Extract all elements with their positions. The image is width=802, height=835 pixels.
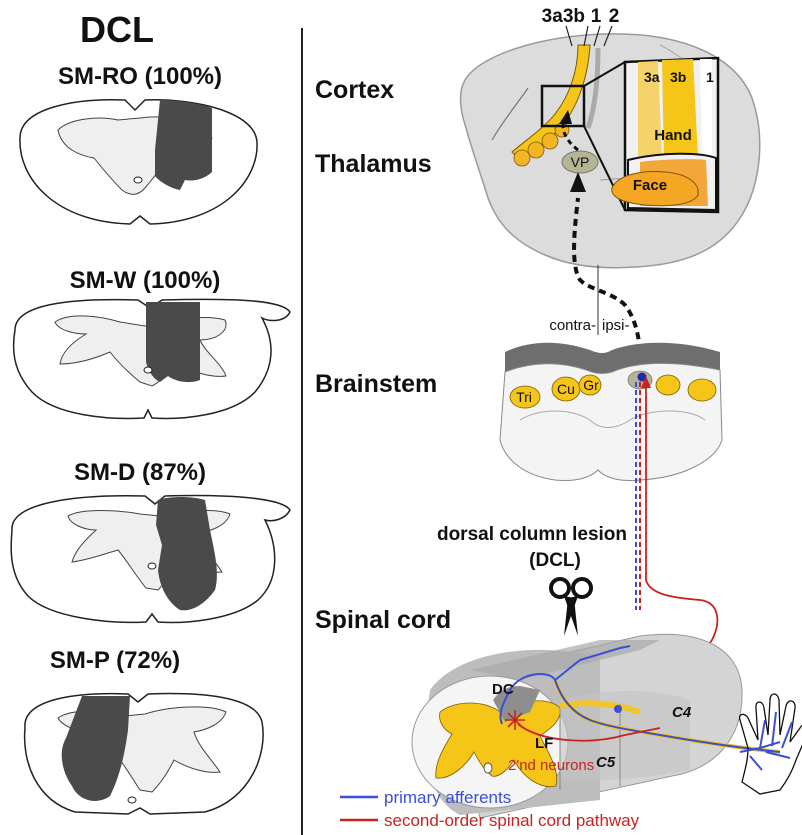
section-sm-w: SM-W (100%) — [12, 267, 291, 420]
case-label: SM-D (87%) — [74, 459, 206, 486]
case-label: SM-W (100%) — [70, 267, 221, 294]
primary-afferent-path — [499, 673, 781, 753]
lesion-area — [61, 696, 130, 801]
second-order-neuron — [505, 710, 525, 730]
thalamus-vp — [561, 150, 599, 174]
spinal-cord — [411, 633, 743, 819]
contra-label: contra- — [549, 317, 596, 334]
hand-afferents — [739, 711, 793, 771]
label-brainstem: Brainstem — [315, 370, 437, 398]
c4-label: C4 — [672, 704, 692, 721]
ascending-pathway — [572, 197, 644, 376]
nucleus-ipsi-tri — [687, 378, 717, 402]
brainstem-neuron — [637, 372, 647, 382]
legend-second-order: second-order spinal cord pathway — [384, 811, 640, 830]
central-canal — [143, 366, 153, 374]
sulcus — [491, 87, 529, 141]
lesion-area — [156, 497, 217, 611]
brain: 3a3b 1 2 3a 3b 1 Hand Face VP — [459, 6, 761, 269]
gr-label: Gr — [583, 377, 599, 393]
vp-label: VP — [571, 154, 590, 170]
inset-hand-label: Hand — [654, 127, 692, 144]
arrowhead-red — [641, 376, 651, 388]
section-sm-d: SM-D (87%) — [10, 459, 291, 624]
nucleus-ipsi-cu — [655, 374, 681, 396]
area-3a3b-label: 3a3b — [542, 6, 585, 27]
cord-central-canal — [483, 762, 493, 774]
arrowhead-thalamus — [570, 172, 586, 192]
central-canal — [133, 176, 143, 184]
case-label: SM-RO (100%) — [58, 63, 222, 90]
inset-1-label: 1 — [706, 69, 714, 85]
area-2-label: 2 — [609, 6, 620, 27]
section-sm-ro: SM-RO (100%) — [19, 63, 258, 225]
section-sm-p: SM-P (72%) — [23, 647, 264, 815]
neurons-label: 2'nd neurons — [508, 757, 594, 774]
inset-3b-label: 3b — [670, 69, 686, 85]
ipsi-label: ipsi- — [602, 317, 630, 334]
brainstem-top — [505, 342, 720, 374]
lesion-area — [155, 100, 212, 190]
area-1-strip — [585, 47, 601, 129]
second-order-path-cord — [517, 723, 661, 742]
cortex-inset: 3a 3b 1 Hand Face — [611, 56, 720, 214]
lesion-label-line1: dorsal column lesion — [437, 524, 627, 545]
brainstem-body — [499, 363, 723, 481]
dc-label: DC — [492, 681, 514, 698]
tri-label: Tri — [516, 389, 532, 405]
cu-label: Cu — [557, 381, 575, 397]
label-spinal-cord: Spinal cord — [315, 606, 451, 634]
thalamo-cortical-path — [561, 117, 579, 152]
lesion-label-line2: (DCL) — [529, 550, 581, 571]
nucleus-gr — [578, 374, 602, 396]
brainstem: Tri Cu Gr — [499, 342, 723, 481]
drg-neuron — [614, 705, 622, 713]
nucleus-tri — [509, 385, 541, 409]
inset-face-label: Face — [633, 177, 667, 194]
label-cortex: Cortex — [315, 76, 394, 104]
central-canal — [147, 562, 157, 570]
c5-label: C5 — [596, 754, 616, 771]
legend-primary-afferents: primary afferents — [384, 788, 511, 807]
dorsal-column — [493, 686, 540, 722]
dcl-title: DCL — [80, 9, 154, 50]
scissors-icon — [549, 577, 593, 636]
area-1-label: 1 — [591, 6, 602, 27]
case-label: SM-P (72%) — [50, 647, 180, 674]
legend: primary afferents second-order spinal co… — [340, 788, 640, 830]
label-thalamus: Thalamus — [315, 150, 432, 178]
arrowhead-cortex — [559, 110, 572, 124]
hand-icon — [738, 693, 802, 795]
lf-label: LF — [535, 735, 553, 752]
central-canal — [127, 796, 137, 804]
lesion-area — [146, 302, 200, 383]
inset-3a-label: 3a — [644, 69, 660, 85]
